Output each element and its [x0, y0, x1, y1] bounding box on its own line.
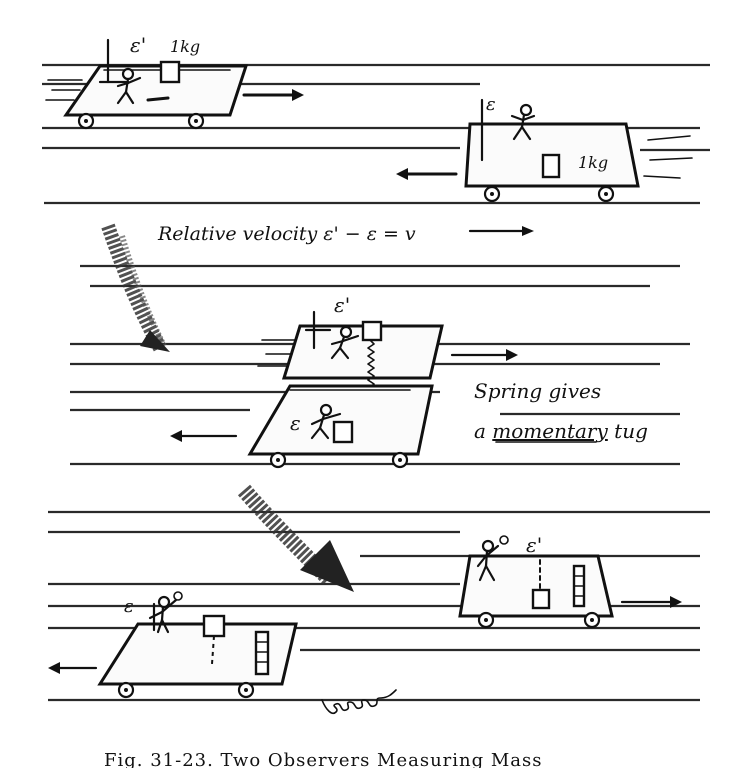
velocity-arrow-right-2	[450, 349, 518, 361]
observer-figure-middle-lower	[310, 403, 342, 440]
velocity-arrow-right-1	[242, 89, 304, 101]
observer-figure-top-right	[510, 103, 536, 141]
frame-label-bottom-left: ε	[124, 596, 134, 617]
transition-arrow-2	[237, 484, 354, 592]
frame-label-top-left: ε'	[130, 33, 146, 57]
frame-label-middle-upper: ε'	[334, 293, 350, 317]
panel-3: ε' ε	[48, 484, 710, 715]
observer-figure-middle-upper	[330, 325, 360, 360]
scale-bottom-left	[254, 630, 270, 676]
platform-bottom-left: ε	[97, 591, 298, 699]
observer-figure-bottom-right	[476, 539, 500, 582]
mass-box-top-left	[159, 60, 181, 84]
transition-arrow-1	[101, 223, 170, 352]
mass-box-bottom-left	[202, 614, 226, 638]
mass-label-top-right: 1kg	[578, 153, 608, 172]
frame-label-middle-lower: ε	[290, 411, 301, 435]
platform-bottom-right: ε'	[458, 533, 614, 629]
mass-box-bottom-right	[531, 588, 551, 610]
spring-caption-a: a	[474, 419, 492, 443]
spring-caption-line1: Spring gives	[474, 379, 601, 403]
observer-figure-top-left	[116, 67, 142, 105]
released-spring	[321, 689, 397, 715]
velocity-arrow-right-3	[620, 596, 682, 608]
mass-box-middle-upper	[361, 320, 383, 342]
velocity-arrow-left-1	[396, 168, 458, 180]
relative-velocity-arrow	[468, 226, 534, 236]
panel-1: ε' 1kg	[42, 33, 710, 245]
platform-top-left: ε' 1kg	[45, 33, 249, 130]
spring-caption-momentary: momentary	[492, 419, 608, 443]
frame-label-bottom-right: ε'	[526, 533, 542, 557]
mass-box-middle-lower	[332, 420, 354, 444]
figure-caption: Fig. 31-23. Two Observers Measuring Mass	[104, 750, 543, 768]
velocity-arrow-left-3	[48, 662, 98, 674]
mass-label-top-left: 1kg	[170, 37, 200, 56]
platform-middle-lower: ε	[247, 384, 434, 469]
spring-caption-line2: a momentary tug	[474, 419, 648, 443]
panel-2: ε' ε	[70, 223, 690, 469]
platform-middle-upper: ε'	[257, 293, 444, 380]
frame-label-top-right: ε	[486, 94, 496, 115]
velocity-arrow-left-2	[170, 430, 238, 442]
platform-top-right: ε 1kg	[464, 94, 693, 203]
relative-velocity-label: Relative velocity ε' − ε = v	[157, 223, 416, 245]
mass-box-top-right	[541, 153, 561, 179]
spring-caption-tug: tug	[608, 419, 648, 443]
observer-figure-bottom-left	[148, 595, 178, 634]
